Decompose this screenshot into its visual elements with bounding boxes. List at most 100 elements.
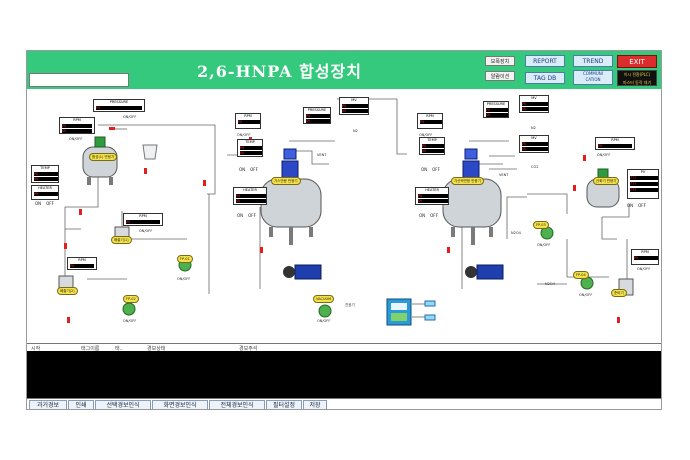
r3-vent-label: VENT (499, 173, 509, 177)
r2-vent-label: VENT (317, 153, 327, 157)
cooler-unit[interactable] (386, 298, 412, 326)
tag-r3-temp[interactable]: TEMP PV SV (419, 137, 445, 155)
tag-aux2-rpm[interactable]: RPM PV (67, 257, 97, 270)
r1-pressure-pv: PV (96, 106, 142, 110)
tab-ack-selected[interactable]: 선택경보인식 (95, 400, 151, 409)
vacuum-label: VACUUM (313, 295, 335, 303)
tab-save[interactable]: 저장 (303, 400, 327, 409)
r1-rpm-sv: SV (62, 129, 92, 133)
col-start: 시작 (31, 346, 41, 352)
tag-r2-pressure[interactable]: PRESSURE PV SV (303, 107, 331, 124)
process-diagram: RPM PV SV ON/OFF PRESSURE PV ON/OFF 합성(1… (27, 89, 661, 343)
tag-r1-temp[interactable]: TEMP PV SV (31, 165, 59, 183)
tag-r2-mfc[interactable]: MV PV SV (339, 97, 369, 115)
tag-r2-temp[interactable]: TEMP PV SV (237, 139, 263, 157)
boponjangchi-button[interactable]: 보폭장치 (485, 56, 515, 66)
aux3-name-label: 준비기 (611, 289, 627, 297)
reactor-1[interactable] (82, 136, 118, 185)
alarm-table-header: 시작 태그이름 태.. 경보상태 경보주석 (27, 343, 661, 352)
motor-2[interactable] (465, 264, 504, 280)
r4-name-label: 산화기 반응기 (593, 177, 620, 185)
header-bar: 2,6-HNPA 합성장치 보폭장치 알람이션 REPORT TREND TAG… (27, 51, 661, 89)
tab-ack-all[interactable]: 전체경보인식 (209, 400, 265, 409)
fp04-label: FP-04 (573, 271, 589, 279)
cooler-outlet-2 (424, 314, 436, 321)
trend-button[interactable]: TREND (573, 55, 613, 67)
tag-r2-heater[interactable]: HEATER PV SV (233, 187, 267, 205)
reactor-2[interactable] (260, 148, 322, 245)
reactor-3[interactable] (442, 148, 502, 245)
col-alarm-state: 경보상태 (147, 346, 166, 352)
pump-fp-02[interactable] (122, 302, 136, 316)
tag-db-button[interactable]: TAG DB (525, 72, 565, 84)
r2-rpm-onoff[interactable]: ON/OFF (237, 133, 251, 137)
exit-button[interactable]: EXIT (617, 55, 657, 68)
tag-r3-heater[interactable]: HEATER PV SV (415, 187, 449, 205)
page-title: 2,6-HNPA 합성장치 (197, 62, 362, 81)
tag-r1-rpm[interactable]: RPM PV SV (59, 117, 95, 134)
n2o4-label-1: N2O4 (511, 231, 521, 235)
tag-r3-rpm[interactable]: RPM PV (417, 113, 443, 129)
reactor-4[interactable] (586, 168, 620, 208)
alarm-button[interactable]: 알람이션 (485, 71, 515, 81)
bottom-tab-bar: 과거경보 인쇄 선택경보인식 화면경보인식 전체경보인식 필터설정 저장 (27, 398, 661, 409)
r2-name-label: 가스반응 반응기 (271, 177, 301, 185)
motor-1[interactable] (283, 264, 322, 280)
tag-r3-mfc1[interactable]: MV PV SV (519, 95, 549, 113)
fp03-onoff[interactable]: ON/OFF (537, 243, 551, 247)
tag-r3-mfc2[interactable]: MV PV SV (519, 135, 549, 153)
col-tag-name: 태그이름 (81, 346, 100, 352)
r2-n2-label: N2 (353, 129, 358, 133)
r3-rpm-onoff[interactable]: ON/OFF (419, 133, 433, 137)
vacuum-pump-label: 진공기 (345, 303, 355, 307)
r1-name-label: 합성(1) 반응기 (89, 153, 118, 161)
report-button[interactable]: REPORT (525, 55, 565, 67)
r3-co2-label: CO2 (531, 165, 539, 169)
scada-window: 2,6-HNPA 합성장치 보폭장치 알람이션 REPORT TREND TAG… (26, 50, 662, 410)
r4-rpm-onoff[interactable]: ON/OFF (597, 153, 611, 157)
hopper-vessel (142, 144, 158, 160)
fp01-label: FP-01 (177, 255, 193, 263)
tag-r4-values[interactable]: PV 777 777 777 (627, 169, 659, 199)
pump-vacuum[interactable] (318, 304, 332, 318)
col-tag-short: 태.. (115, 346, 123, 352)
fp02-onoff[interactable]: ON/OFF (123, 319, 137, 323)
r1-onoff[interactable]: ON/OFF (69, 137, 83, 141)
tab-past-alarms[interactable]: 과거경보 (29, 400, 67, 409)
fp03-label: FP-03 (533, 221, 549, 229)
alarm-list[interactable] (27, 351, 661, 398)
tag-search-input[interactable] (29, 73, 129, 87)
aux1-name-label: 배출기(1) (111, 236, 132, 244)
tag-aux3-rpm[interactable]: RPM PV (631, 249, 659, 265)
r1-rpm-pv: PV (62, 124, 92, 128)
status-led-panel: 이시 전환(PLC) 마스터 동작 대기 (617, 70, 657, 86)
r1-pressure-onoff[interactable]: ON/OFF (123, 115, 137, 119)
fp01-onoff[interactable]: ON/OFF (177, 277, 191, 281)
tag-aux1-rpm[interactable]: RPM PV (123, 213, 163, 226)
tag-r4-rpm[interactable]: RPM PV (595, 137, 635, 150)
tag-r1-heater[interactable]: HEATER PV (31, 185, 59, 200)
vacuum-onoff[interactable]: ON/OFF (317, 319, 331, 323)
tag-r3-pressure[interactable]: PRESSURE PV SV (483, 101, 509, 118)
tab-filter-settings[interactable]: 필터설정 (266, 400, 302, 409)
aux3-onoff[interactable]: ON/OFF (637, 267, 651, 271)
r3-n2-label: N2 (531, 126, 536, 130)
tab-ack-screen[interactable]: 화면경보인식 (152, 400, 208, 409)
tab-print[interactable]: 인쇄 (68, 400, 94, 409)
communication-button[interactable]: COMMUNI CATION (573, 70, 613, 85)
fp04-onoff[interactable]: ON/OFF (579, 293, 593, 297)
n2o4-label-2: N2O4 (545, 282, 555, 286)
tag-r2-rpm[interactable]: RPM PV (235, 113, 261, 129)
piping-lines (58, 98, 634, 326)
aux1-onoff[interactable]: ON/OFF (139, 229, 153, 233)
cooler-outlet-1 (424, 300, 436, 307)
aux2-name-label: 배출기(2) (57, 287, 78, 295)
fp02-label: FP-02 (123, 295, 139, 303)
tag-r1-pressure[interactable]: PRESSURE PV (93, 99, 145, 112)
